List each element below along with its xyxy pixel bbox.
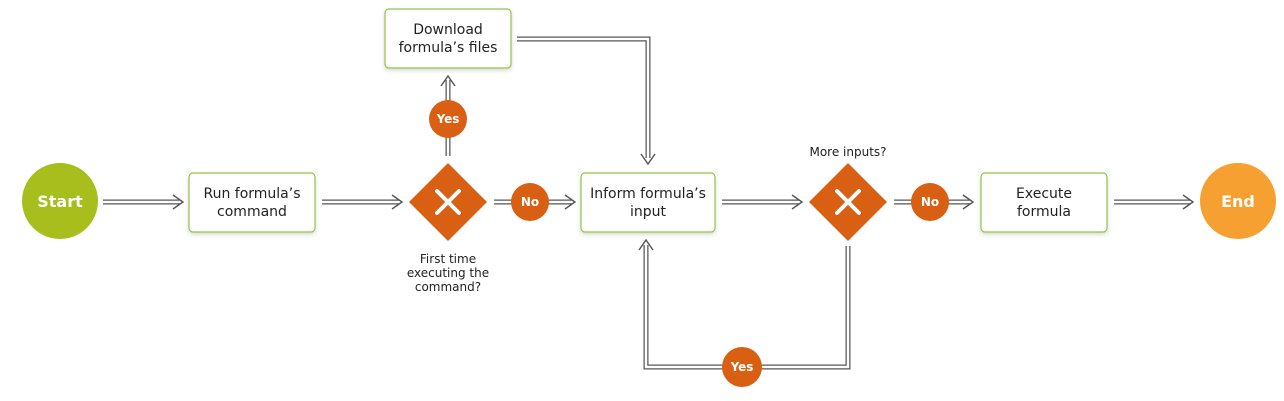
box-inform-input-line-1: Inform formula’s bbox=[590, 186, 706, 202]
connector-start-to-run bbox=[103, 194, 185, 210]
box-download-files-line-2: formula’s files bbox=[399, 40, 498, 56]
decision-first-time-question-line-1: First time bbox=[420, 252, 476, 266]
decision-more-inputs-question: More inputs? bbox=[809, 145, 886, 159]
connector-execute-to-end bbox=[1114, 194, 1195, 210]
badge-circle bbox=[911, 183, 949, 221]
box-inform-input: Inform formula’s input bbox=[580, 172, 716, 233]
decision-first-time-question-line-3: command? bbox=[415, 280, 481, 294]
badge-first-time-yes: Yes bbox=[429, 100, 467, 138]
box-run-command-rect bbox=[188, 172, 316, 233]
box-inform-input-line-2: input bbox=[630, 204, 667, 220]
box-execute-formula-line-2: formula bbox=[1017, 204, 1071, 220]
box-inform-input-rect bbox=[580, 172, 716, 233]
badge-label: Yes bbox=[730, 360, 754, 374]
badge-more-inputs-no: No bbox=[911, 183, 949, 221]
connector-download-to-inform bbox=[517, 36, 656, 166]
box-download-files-rect bbox=[384, 8, 512, 69]
start-circle bbox=[22, 163, 98, 239]
decision-first-time: First time executing the command? bbox=[407, 163, 489, 294]
box-run-command-line-2: command bbox=[217, 204, 287, 220]
box-download-files: Download formula’s files bbox=[384, 8, 512, 69]
badge-first-time-no: No bbox=[511, 183, 549, 221]
badge-circle bbox=[511, 183, 549, 221]
end-node: End bbox=[1200, 163, 1276, 239]
box-download-files-line-1: Download bbox=[413, 22, 483, 38]
box-execute-formula-rect bbox=[980, 172, 1108, 233]
box-execute-formula-line-1: Execute bbox=[1016, 186, 1072, 202]
end-circle bbox=[1200, 163, 1276, 239]
decision-first-time-question-line-2: executing the bbox=[407, 266, 489, 280]
box-execute-formula: Execute formula bbox=[980, 172, 1108, 233]
badge-label: No bbox=[521, 195, 539, 209]
badge-more-inputs-yes: Yes bbox=[722, 347, 762, 387]
x-icon bbox=[435, 189, 461, 215]
connector-inform-to-decision bbox=[722, 194, 804, 210]
decision-more-inputs: More inputs? bbox=[809, 145, 887, 241]
badge-circle bbox=[722, 347, 762, 387]
end-label: End bbox=[1221, 192, 1255, 211]
box-run-command-line-1: Run formula’s bbox=[203, 186, 300, 202]
start-label: Start bbox=[37, 192, 83, 211]
badge-label: Yes bbox=[436, 112, 460, 126]
box-run-command: Run formula’s command bbox=[188, 172, 316, 233]
badge-circle bbox=[429, 100, 467, 138]
connector-run-to-decision bbox=[322, 194, 404, 210]
x-icon bbox=[835, 189, 861, 215]
start-node: Start bbox=[22, 163, 98, 239]
badge-label: No bbox=[921, 195, 939, 209]
